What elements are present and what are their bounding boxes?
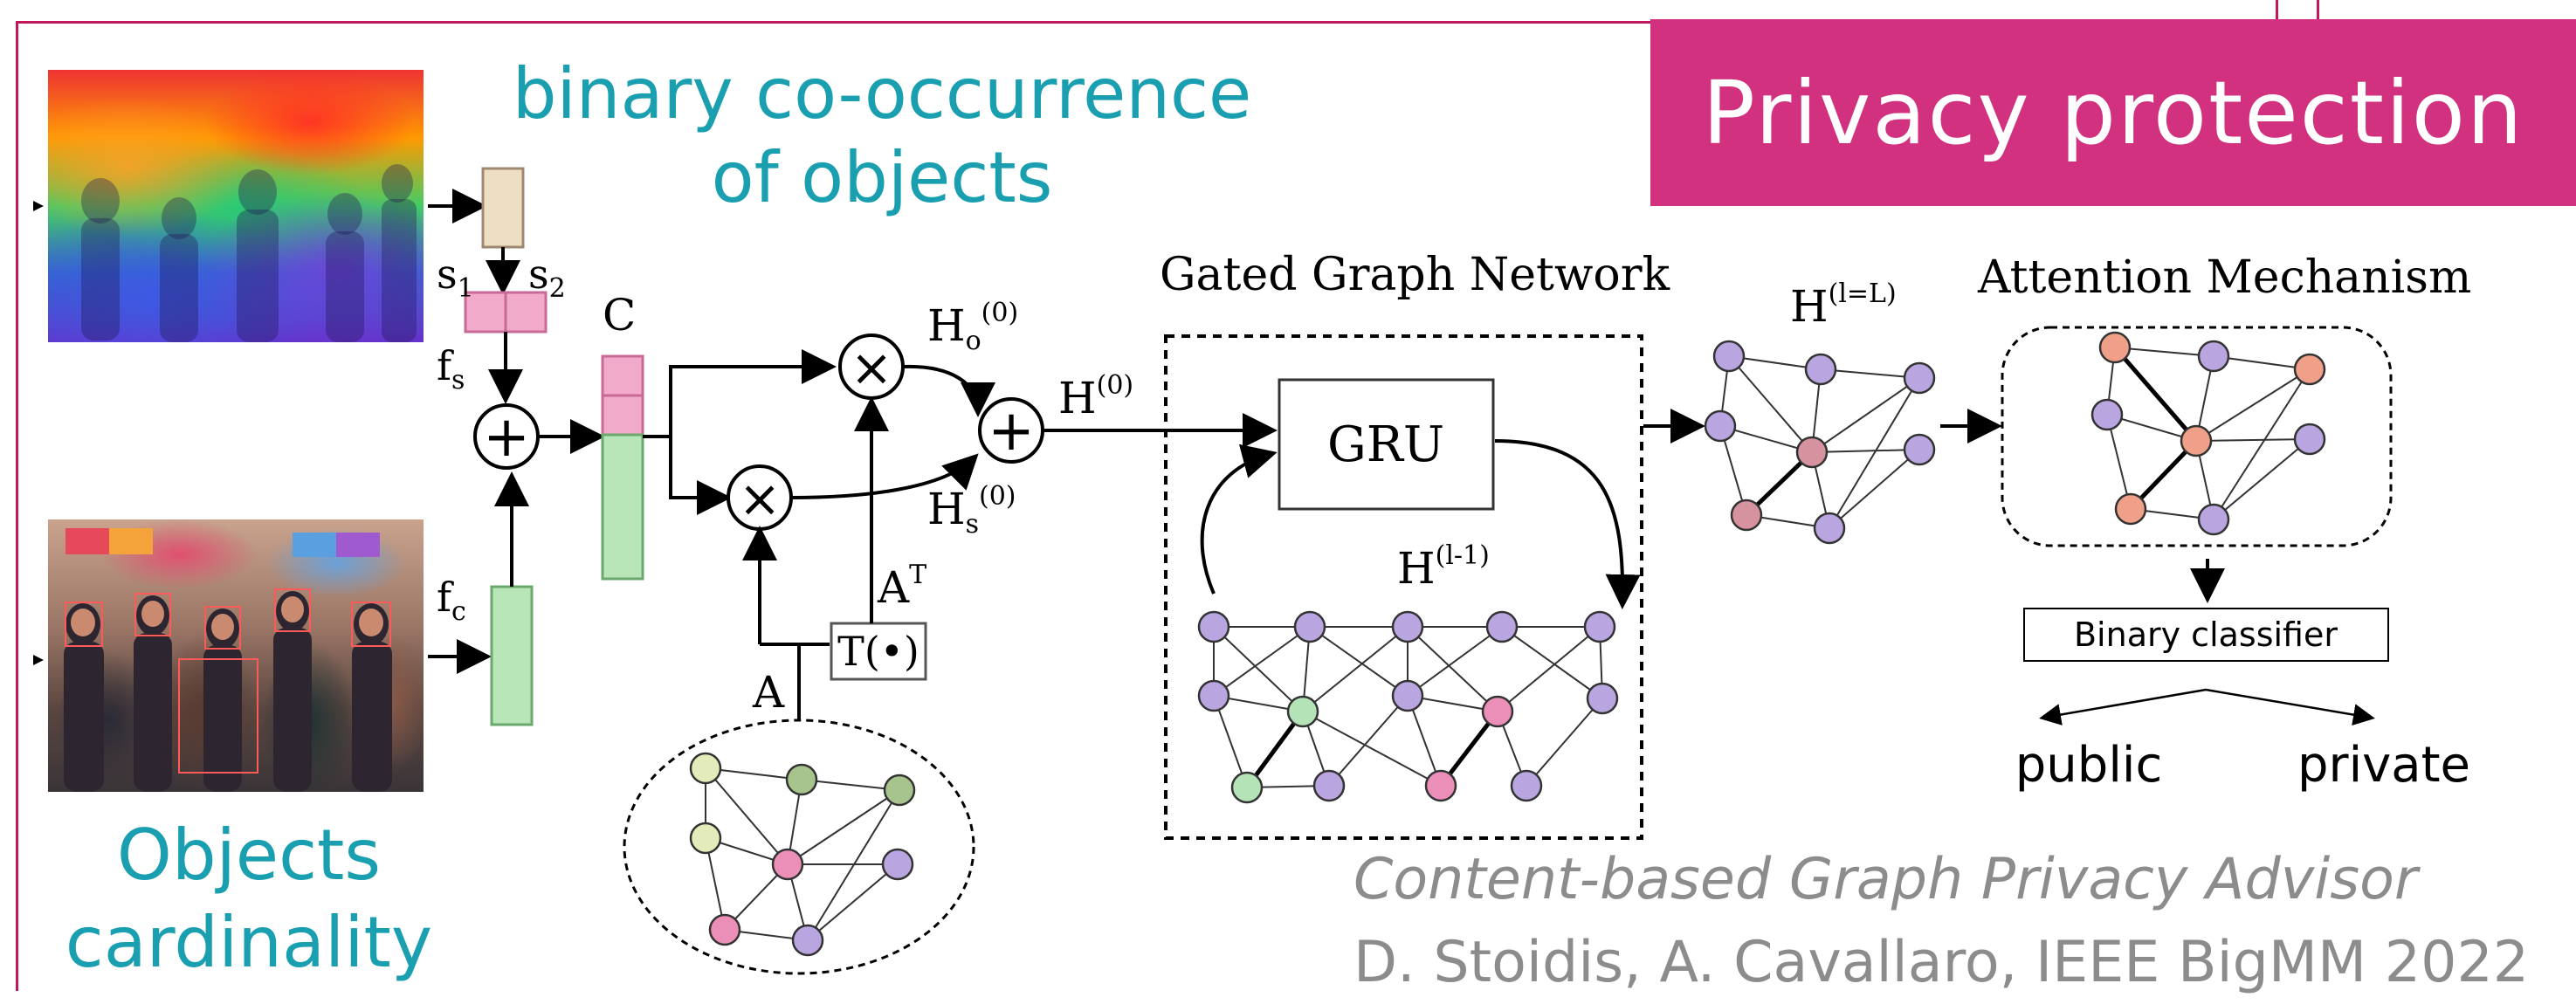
tan-feature-vector bbox=[481, 167, 525, 249]
cooccurrence-caption-line1: binary co-occurrence bbox=[512, 53, 1252, 134]
label-AT: AT bbox=[877, 560, 926, 613]
green-feature-vector-fc bbox=[490, 585, 534, 726]
arrow-Ho-to-plus bbox=[902, 364, 995, 417]
crowd-detection-image bbox=[48, 519, 424, 792]
slide-frame-left bbox=[16, 21, 18, 991]
attention-box bbox=[2001, 326, 2393, 547]
ggn-title: Gated Graph Network bbox=[1160, 249, 1670, 301]
input-graph-nodes bbox=[689, 752, 916, 957]
label-C: C bbox=[603, 290, 636, 340]
input-object-graph bbox=[623, 719, 975, 975]
ggn-box bbox=[1164, 334, 1643, 840]
gru-label: GRU bbox=[1327, 416, 1444, 473]
crowd-scene bbox=[64, 528, 392, 792]
segmentation-heatmap-image bbox=[48, 70, 424, 342]
slide-title: Privacy protection bbox=[1702, 61, 2524, 164]
arrow-C-to-mult-bottom bbox=[643, 435, 732, 515]
concat-plus-symbol: + bbox=[483, 405, 530, 470]
title-banner: Privacy protection bbox=[1650, 19, 2576, 206]
gru-box bbox=[1278, 378, 1495, 511]
public-label: public bbox=[2015, 737, 2163, 794]
label-Hl-1: H(l-1) bbox=[1397, 540, 1490, 594]
classifier-label: Binary classifier bbox=[2074, 615, 2338, 654]
pink-vector-s2 bbox=[504, 291, 548, 334]
cardinality-caption-line1: Objects bbox=[116, 815, 382, 896]
C-vector-pink-top bbox=[601, 354, 644, 397]
mult-symbol-bottom: × bbox=[739, 469, 782, 528]
output-graph-nodes bbox=[1704, 340, 1936, 545]
attention-graph-nodes bbox=[2090, 331, 2326, 536]
label-s2: s2 bbox=[528, 251, 566, 304]
private-label: private bbox=[2297, 737, 2470, 794]
input-marker-bottom bbox=[33, 655, 44, 665]
label-HL: H(l=L) bbox=[1790, 279, 1897, 332]
label-fc: fc bbox=[437, 574, 466, 627]
cooccurrence-caption-line2: of objects bbox=[711, 137, 1053, 218]
label-Hs: Hs(0) bbox=[927, 481, 1016, 540]
citation-title: Content-based Graph Privacy Advisor bbox=[1353, 847, 2418, 912]
citation: Content-based Graph Privacy Advisor D. S… bbox=[1353, 838, 2572, 1004]
ggn-graph-nodes bbox=[1197, 610, 1619, 804]
label-fs: fs bbox=[437, 342, 465, 395]
heatmap-people-silhouettes bbox=[81, 164, 417, 342]
slide-frame-top bbox=[16, 21, 1657, 24]
label-Ho: Ho(0) bbox=[927, 298, 1018, 356]
arrow-Hs-to-plus bbox=[790, 453, 979, 499]
arrow-to-private bbox=[2205, 688, 2375, 725]
C-vector-green bbox=[601, 433, 644, 581]
label-A: A bbox=[752, 667, 785, 718]
arrow-GRU-to-graph bbox=[1494, 439, 1641, 609]
attention-title: Attention Mechanism bbox=[1977, 251, 2471, 304]
sum-plus-symbol: + bbox=[988, 399, 1035, 464]
transpose-label: T(•) bbox=[837, 628, 920, 675]
arrow-C-to-mult-top bbox=[643, 349, 837, 438]
input-marker-top bbox=[33, 201, 44, 211]
label-s1: s1 bbox=[437, 251, 474, 304]
cardinality-caption: Objects cardinality bbox=[17, 812, 480, 987]
arrow-graph-to-GRU bbox=[1200, 444, 1278, 595]
arrow-to-public bbox=[2039, 688, 2207, 725]
mult-symbol-top: × bbox=[851, 338, 893, 397]
C-vector-pink-bottom bbox=[601, 394, 644, 437]
label-H0: H(0) bbox=[1058, 370, 1133, 423]
classifier-box bbox=[2023, 608, 2389, 662]
cardinality-caption-line2: cardinality bbox=[65, 902, 433, 983]
cooccurrence-caption: binary co-occurrence of objects bbox=[489, 52, 1275, 220]
transpose-box bbox=[830, 622, 927, 681]
citation-authors: D. Stoidis, A. Cavallaro, IEEE BigMM 202… bbox=[1353, 930, 2530, 995]
